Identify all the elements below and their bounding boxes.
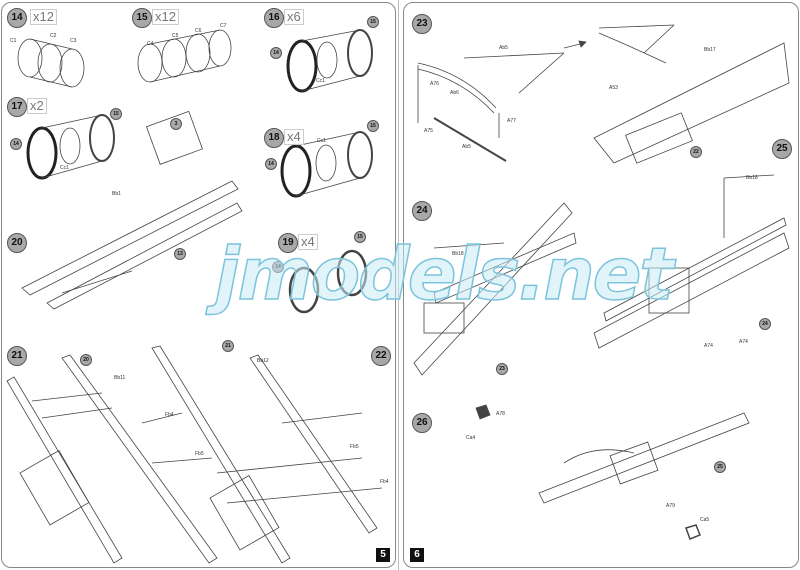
part-label: Cc1: [60, 165, 69, 171]
part-label: Fb5: [195, 451, 204, 457]
part-callout: 21: [222, 340, 234, 352]
part-callout: 15: [354, 231, 366, 243]
part-label: A77: [507, 118, 516, 124]
step-number-badge: 21: [7, 346, 27, 366]
part-label: A74: [739, 339, 748, 345]
part-label: A79: [666, 503, 675, 509]
part-label: Cc1: [316, 78, 325, 84]
part-label: C3: [70, 38, 77, 44]
wheels-step-19: [288, 249, 368, 314]
part-callout: 15: [367, 16, 379, 28]
wheel-rings-step-14: [17, 38, 85, 88]
part-callout: 15: [110, 108, 122, 120]
part-label: A78: [496, 411, 505, 417]
step-number-badge: 16: [264, 8, 284, 28]
part-callout: 22: [690, 146, 702, 158]
part-callout: 25: [714, 461, 726, 473]
part-callout: 23: [496, 363, 508, 375]
part-label: C4: [147, 41, 154, 47]
part-callout: 14: [270, 47, 282, 59]
part-label: A53: [609, 85, 618, 91]
chassis-step-21: [6, 354, 218, 564]
part-label: Bb18: [452, 251, 464, 257]
part-label: Bb12: [257, 358, 269, 364]
step-number-badge: 23: [412, 14, 432, 34]
part-label: C7: [220, 23, 227, 29]
instruction-page-6: 23 24 25 26 22 23 24 25 Ab5 Ab6 A76 A75 …: [403, 2, 799, 568]
part-callout: 24: [759, 318, 771, 330]
part-label: C5: [172, 33, 179, 39]
step-number-badge: 14: [7, 8, 27, 28]
part-label: Bb11: [114, 375, 126, 381]
chassis-step-20: [21, 110, 243, 310]
wheel-step-16: [286, 29, 373, 93]
step-number-badge: 24: [412, 201, 432, 221]
step-number-badge: 15: [132, 8, 152, 28]
wheel-rings-step-15: [137, 29, 232, 83]
step-number-badge: 22: [371, 346, 391, 366]
part-label: Ab5: [499, 45, 508, 51]
step-number-badge: 26: [412, 413, 432, 433]
part-label: Bb17: [704, 47, 716, 53]
chassis-step-24: [413, 202, 577, 376]
part-label: C1: [10, 38, 17, 44]
assembly-drawings-page-5: [6, 29, 383, 564]
quantity-multiplier: x6: [284, 9, 304, 25]
step-number-badge: 17: [7, 97, 27, 117]
part-callout: 14: [265, 158, 277, 170]
part-label: Ca5: [700, 517, 710, 523]
page-number: 5: [376, 548, 390, 562]
part-label: Fb5: [350, 444, 359, 450]
part-label: Fb4: [380, 479, 389, 485]
front-axle-parts-step-23: [417, 52, 565, 162]
quantity-multiplier: x4: [298, 234, 318, 250]
step-number-badge: 20: [7, 233, 27, 253]
part-callout: 13: [174, 248, 186, 260]
quantity-multiplier: x2: [27, 98, 47, 114]
part-callout: 14: [272, 261, 284, 273]
wheel-step-17: [26, 114, 115, 180]
part-label: C6: [195, 28, 202, 34]
arrow-icon: [563, 40, 587, 49]
part-callout: 14: [10, 138, 22, 150]
chassis-step-25: [593, 174, 790, 349]
part-label: A76: [430, 81, 439, 87]
part-label: Ab5: [462, 144, 471, 150]
part-label: Cc1: [317, 138, 326, 144]
part-label: Bb1: [112, 191, 121, 197]
part-label: Ab6: [450, 90, 459, 96]
part-label: A75: [424, 128, 433, 134]
quantity-multiplier: x12: [152, 9, 179, 25]
part-label: Fb4: [165, 412, 174, 418]
part-label: Ca4: [466, 435, 476, 441]
step-number-badge: 19: [278, 233, 298, 253]
page-divider: [398, 0, 399, 570]
quantity-multiplier: x12: [30, 9, 57, 25]
assembly-drawings-page-6: [413, 24, 790, 540]
part-callout: 3: [170, 118, 182, 130]
part-label: Bb18: [746, 175, 758, 181]
part-label: A74: [704, 343, 713, 349]
chassis-step-26: [475, 404, 750, 540]
chassis-step-23: [593, 24, 790, 164]
part-callout: 20: [80, 354, 92, 366]
wheel-step-18: [280, 131, 373, 198]
chassis-step-22: [151, 345, 383, 564]
instruction-page-5: 14 x12 15 x12 16 x6 17 x2 18 x4 19 x4 20…: [1, 2, 396, 568]
step-number-badge: 25: [772, 139, 792, 159]
part-callout: 15: [367, 120, 379, 132]
part-label: C2: [50, 33, 57, 39]
page-number: 6: [410, 548, 424, 562]
quantity-multiplier: x4: [284, 129, 304, 145]
step-number-badge: 18: [264, 128, 284, 148]
